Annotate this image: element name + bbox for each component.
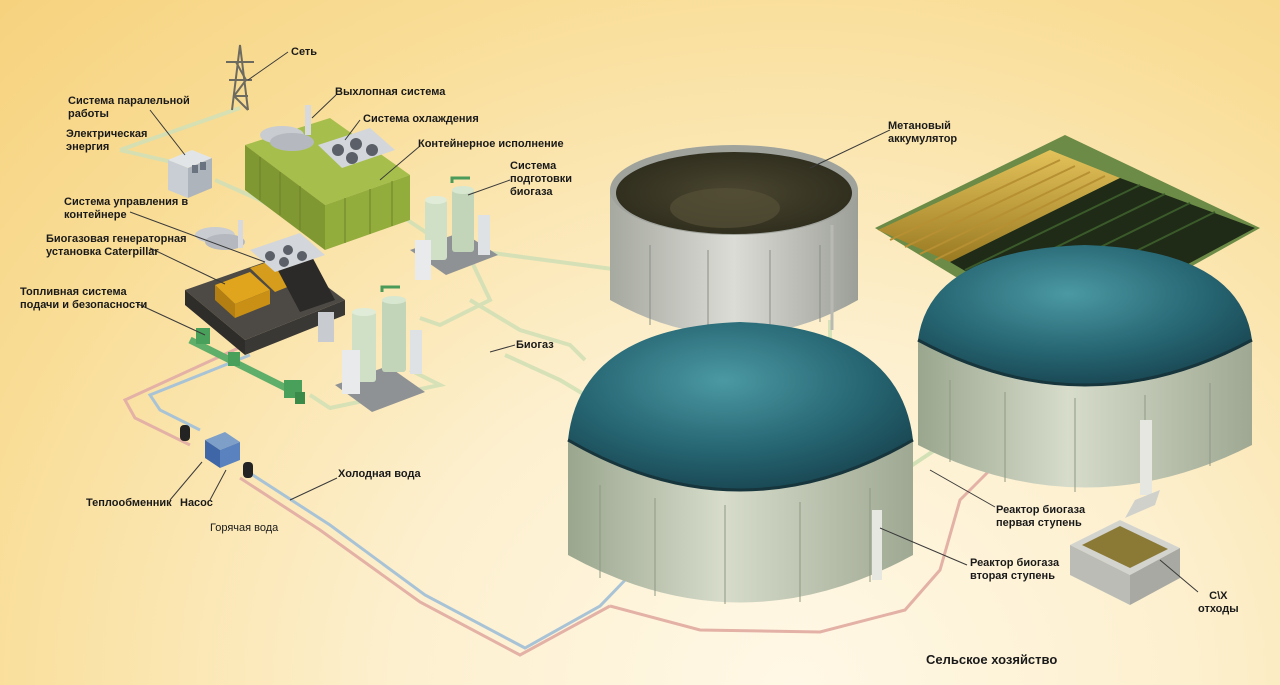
caterpillar-genset	[185, 220, 345, 355]
label-fuel-line1: Топливная система	[20, 286, 127, 298]
pump-icon	[180, 425, 253, 478]
label-gas-prep: Система подготовки биогаза	[510, 160, 572, 199]
label-reactor-stage2-line1: Реактор биогаза	[970, 557, 1060, 569]
label-agri-waste: С\Х отходы	[1198, 590, 1239, 616]
label-reactor-stage1-line2: первая ступень	[996, 517, 1082, 529]
gas-prep-top	[410, 176, 498, 280]
label-gas-prep-line3: биогаза	[510, 186, 553, 198]
gas-prep-bottom	[335, 285, 425, 412]
label-electric-line1: Электрическая	[66, 128, 148, 140]
label-agri-waste-line2: отходы	[1198, 603, 1239, 615]
biogas-reactor-stage1	[917, 245, 1253, 495]
grid-tower-icon	[226, 44, 254, 111]
biogas-reactor-stage2	[567, 322, 914, 604]
label-parallel-line1: Система паралельной	[68, 95, 190, 107]
label-agri-waste-line1: С\Х	[1209, 590, 1228, 602]
switchgear-cabinet	[168, 150, 212, 198]
label-parallel: Система паралельной работы	[68, 95, 190, 121]
label-cooling: Система охлаждения	[363, 113, 479, 125]
feed-hopper	[1070, 490, 1180, 605]
label-gas-prep-line1: Система	[510, 160, 557, 172]
label-genset-line2: установка Caterpillar	[46, 246, 159, 258]
label-reactor-stage2-line2: вторая ступень	[970, 570, 1055, 582]
container-genset-top	[245, 105, 410, 250]
methane-storage-tank	[610, 145, 858, 340]
label-reactor-stage1: Реактор биогаза первая ступень	[996, 504, 1085, 530]
label-biogas: Биогаз	[516, 339, 554, 351]
label-grid: Сеть	[291, 46, 318, 58]
label-methane-line1: Метановый	[888, 120, 951, 132]
hot-water-pipe	[122, 343, 992, 657]
label-fuel: Топливная система подачи и безопасности	[20, 286, 147, 312]
label-exhaust: Выхлопная система	[335, 86, 446, 98]
label-parallel-line2: работы	[68, 108, 109, 120]
label-control-line2: контейнере	[64, 209, 127, 221]
label-hot-water: Горячая вода	[210, 522, 279, 534]
label-methane-line2: аккумулятор	[888, 133, 958, 145]
heat-exchanger	[205, 432, 240, 468]
cold-water-pipe	[147, 353, 632, 650]
label-control: Система управления в контейнере	[64, 196, 188, 222]
label-methane: Метановый аккумулятор	[888, 120, 957, 146]
label-fuel-line2: подачи и безопасности	[20, 299, 148, 311]
label-electric: Электрическая энергия	[66, 128, 147, 154]
label-container: Контейнерное исполнение	[418, 138, 564, 150]
label-electric-line2: энергия	[66, 141, 110, 153]
exhaust-silencer	[260, 105, 314, 151]
label-agriculture: Сельское хозяйство	[926, 652, 1058, 667]
label-genset: Биогазовая генераторная установка Caterp…	[46, 233, 187, 259]
label-genset-line1: Биогазовая генераторная	[46, 233, 187, 245]
label-control-line1: Система управления в	[64, 196, 189, 208]
label-pump: Насос	[180, 497, 213, 509]
leader-lines	[129, 51, 1199, 593]
label-reactor-stage1-line1: Реактор биогаза	[996, 504, 1086, 516]
label-gas-prep-line2: подготовки	[510, 173, 573, 185]
label-cold-water: Холодная вода	[338, 468, 421, 480]
label-reactor-stage2: Реактор биогаза вторая ступень	[970, 557, 1059, 583]
radiator-fans	[318, 128, 395, 168]
label-heat-exchanger: Теплообменник	[86, 497, 172, 509]
